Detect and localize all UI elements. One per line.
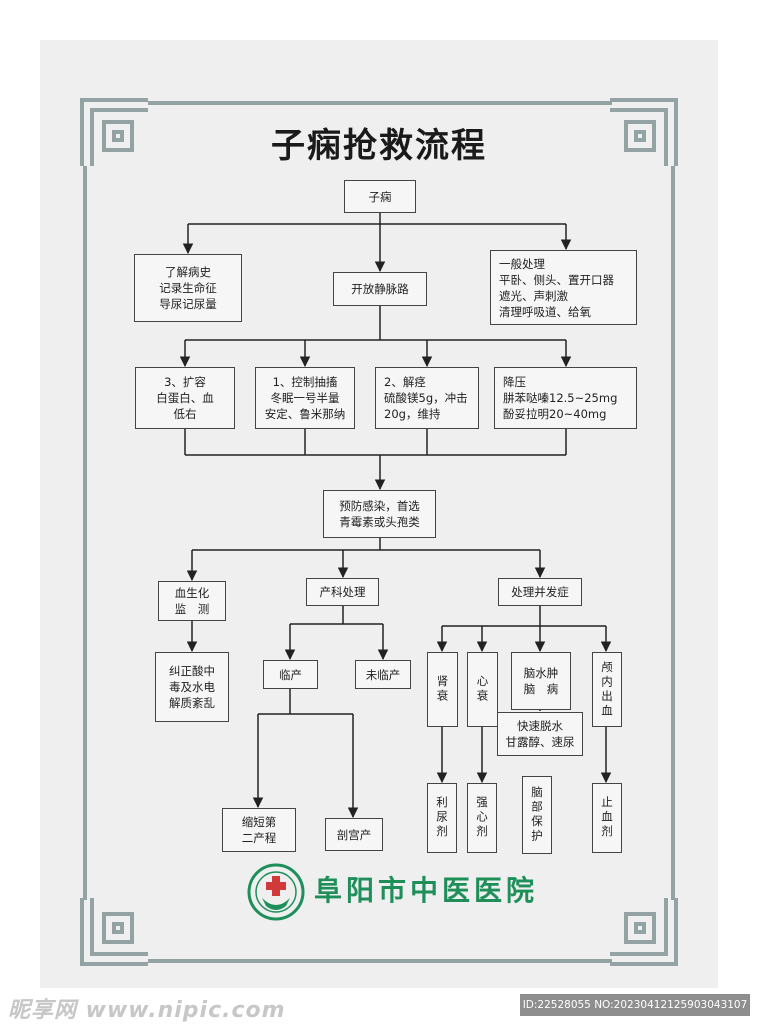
node-text-line: 快速脱水: [517, 719, 563, 733]
node-text-line: 毒及水电: [169, 680, 215, 694]
node-text-line: 缩短第: [241, 815, 277, 829]
node-text-line: 清理呼吸道、给氧: [499, 304, 591, 319]
node-text-line: 1、控制抽搐: [272, 375, 338, 389]
node-renal: 肾衰: [427, 652, 458, 727]
node-text-line: 临产: [279, 667, 302, 682]
node-text-line: 止血剂: [600, 796, 614, 840]
node-obstetric: 产科处理: [306, 578, 379, 606]
node-text-line: 青霉素或头孢类: [339, 515, 420, 529]
node-text-line: 剖宫产: [336, 827, 372, 842]
node-labor: 临产: [263, 660, 318, 689]
node-control: 1、控制抽搐冬眠一号半量安定、鲁米那纳: [255, 367, 355, 429]
node-text-line: 未临产: [365, 667, 401, 682]
frame-corner-ornament: [80, 98, 148, 166]
watermark-id: ID:22528055 NO:20230412125903043107: [520, 994, 750, 1016]
node-heart: 心衰: [467, 652, 498, 727]
node-biochem: 血生化监 测: [158, 581, 226, 621]
watermark-left: 昵享网 www.nipic.com: [8, 998, 286, 1023]
node-history: 了解病史记录生命征导尿记尿量: [134, 254, 242, 322]
node-text-line: 二产程: [241, 831, 277, 845]
node-text-line: 硫酸镁5g，冲击: [384, 391, 468, 405]
node-text-line: 安定、鲁米那纳: [264, 407, 346, 421]
node-text-line: 纠正酸中: [169, 664, 215, 678]
node-text-line: 一般处理: [499, 256, 545, 271]
node-text-line: 遮光、声刺激: [499, 288, 568, 303]
node-shorten: 缩短第二产程: [222, 808, 296, 852]
node-edema: 脑水肿脑 病: [511, 652, 571, 710]
node-text-line: 白蛋白、血: [156, 391, 214, 405]
node-text-line: 强心剂: [475, 796, 489, 840]
frame-corner-ornament: [80, 898, 148, 966]
node-complication: 处理并发症: [498, 578, 582, 606]
node-text-line: 导尿记尿量: [159, 297, 217, 311]
node-text-line: 产科处理: [319, 585, 366, 599]
node-text-line: 肾衰: [435, 675, 450, 704]
node-text-line: 预防感染，首选: [339, 499, 420, 513]
node-hemostatic: 止血剂: [592, 783, 622, 853]
node-cardiac: 强心剂: [467, 783, 497, 853]
node-text-line: 记录生命征: [159, 281, 217, 295]
hospital-logo-icon: [247, 863, 305, 921]
node-text-line: 了解病史: [165, 265, 211, 279]
node-iv: 开放静脉路: [333, 272, 427, 306]
node-text-line: 降压: [503, 375, 526, 389]
node-not-labor: 未临产: [355, 660, 411, 689]
node-text-line: 脑部保护: [530, 786, 544, 844]
node-acidosis: 纠正酸中毒及水电解质紊乱: [155, 652, 229, 722]
node-expand: 3、扩容白蛋白、血低右: [135, 367, 235, 429]
node-text-line: 肼苯哒嗪12.5~25mg: [503, 391, 618, 405]
node-diuretic: 利尿剂: [427, 783, 457, 853]
node-text-line: 血生化: [174, 586, 210, 600]
node-text-line: 颅内出血: [600, 660, 614, 719]
node-text-line: 开放静脉路: [351, 282, 409, 296]
node-text-line: 冬眠一号半量: [270, 391, 340, 405]
node-root: 子痫: [344, 180, 416, 213]
node-infection: 预防感染，首选青霉素或头孢类: [323, 490, 436, 538]
node-text-line: 利尿剂: [435, 796, 449, 840]
node-dehydrate: 快速脱水甘露醇、速尿: [497, 712, 583, 756]
node-text-line: 2、解痉: [384, 375, 426, 389]
node-bp: 降压肼苯哒嗪12.5~25mg 酚妥拉明20~40mg: [494, 367, 637, 429]
node-text-line: 子痫: [368, 189, 392, 204]
node-general: 一般处理平卧、侧头、置开口器遮光、声刺激清理呼吸道、给氧: [490, 250, 637, 325]
page-title: 子痫抢救流程: [271, 126, 487, 166]
node-cesarean: 剖宫产: [325, 818, 383, 851]
node-text-line: 3、扩容: [164, 375, 206, 389]
node-bleed: 颅内出血: [592, 652, 622, 727]
node-text-line: 甘露醇、速尿: [505, 735, 575, 749]
node-spasm: 2、解痉硫酸镁5g，冲击 20g，维持: [375, 367, 479, 429]
node-text-line: 脑水肿: [523, 666, 559, 680]
node-supportive: 脑部保护: [522, 776, 552, 854]
node-text-line: 平卧、侧头、置开口器: [499, 272, 614, 287]
node-text-line: 低右: [173, 407, 197, 421]
frame-corner-ornament: [610, 98, 678, 166]
frame-corner-ornament: [610, 898, 678, 966]
node-text-line: 20g，维持: [384, 407, 441, 421]
hospital-name: 阜阳市中医医院: [314, 874, 539, 907]
node-text-line: 处理并发症: [511, 585, 569, 599]
node-text-line: 脑 病: [523, 682, 559, 696]
node-text-line: 酚妥拉明20~40mg: [503, 407, 607, 421]
node-text-line: 心衰: [475, 675, 490, 704]
node-text-line: 监 测: [174, 602, 210, 616]
node-text-line: 解质紊乱: [169, 696, 215, 710]
